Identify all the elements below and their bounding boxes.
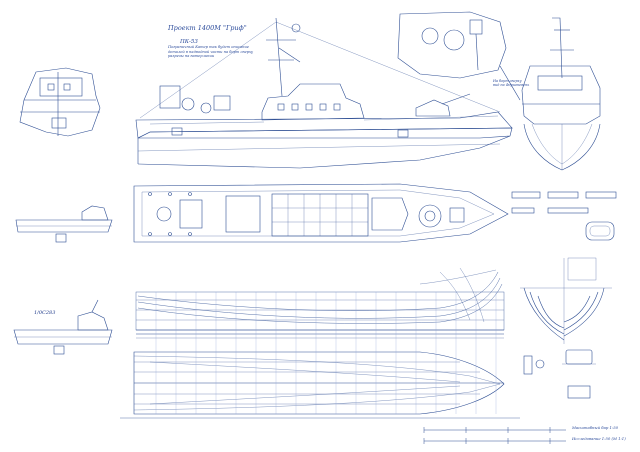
scale-label-1: Масштабный бар 1:50 <box>572 425 619 430</box>
side-view-lower <box>13 299 113 355</box>
drawing-code: ПК-53 <box>180 39 198 45</box>
drawing-note: Пограничный Катер так будет описание дет… <box>168 45 253 59</box>
lines-plan-half-breadth <box>120 351 520 419</box>
scale-label-2: Исследование 1:50 (М 1:1) <box>572 436 626 441</box>
lines-plan-profile <box>135 267 505 339</box>
scale-bars <box>423 427 566 444</box>
side-view-small <box>15 205 113 243</box>
drawing-title: Проект 1400М "Гриф" <box>168 24 247 32</box>
callout-line: вид на Форштевень <box>493 83 530 88</box>
front-view-top <box>19 67 101 137</box>
side-view-label: 1/0С283 <box>34 310 56 316</box>
hull-profile <box>135 17 513 169</box>
detail-parts <box>511 191 617 241</box>
detail-callout-circle <box>397 11 521 101</box>
station-lines <box>155 292 497 414</box>
callout-note: На борт сверху вид на Форштевень <box>493 79 529 87</box>
note-line: разрезы на ватерлинии <box>168 54 215 59</box>
callout-line: На борт сверху <box>493 79 522 83</box>
lower-details <box>523 349 596 399</box>
front-view-right <box>521 17 601 171</box>
deck-plan <box>133 183 509 243</box>
body-plan <box>520 257 612 344</box>
note-line: деталей в надводной части на борт сверху <box>168 49 254 54</box>
note-line: Пограничный Катер так будет описание <box>168 45 249 49</box>
